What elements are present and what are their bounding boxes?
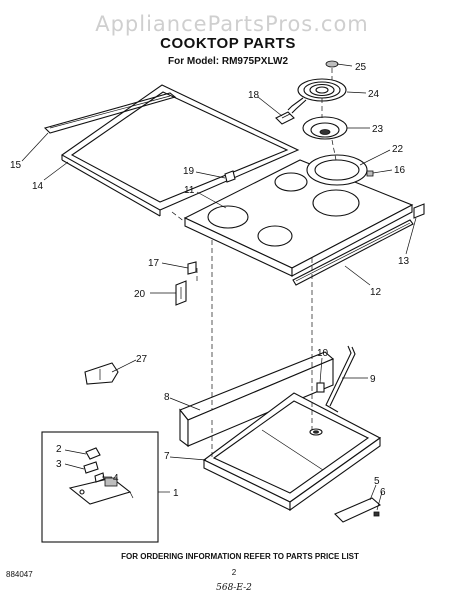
part-27-bracket <box>84 362 119 385</box>
callout-12: 12 <box>370 287 382 298</box>
callout-16: 16 <box>394 165 406 176</box>
handwritten-note: 568-E-2 <box>216 583 252 593</box>
callout-10: 10 <box>317 348 329 359</box>
part-1-switch-assembly <box>41 431 159 543</box>
callout-20: 20 <box>134 289 146 300</box>
callout-22: 22 <box>392 144 404 155</box>
part-2-switch-part <box>85 447 101 460</box>
part-22-trim-ring <box>306 154 368 186</box>
part-18-terminal-block <box>275 111 295 125</box>
callout-2: 2 <box>56 444 62 455</box>
part-7-burner-box <box>202 392 382 512</box>
callout-6: 6 <box>380 487 386 498</box>
part-15-trim-strip <box>43 92 177 134</box>
callout-7: 7 <box>164 451 170 462</box>
part-9-lead-wire <box>325 345 356 413</box>
callout-23: 23 <box>372 124 384 135</box>
callout-15: 15 <box>10 160 22 171</box>
callout-17: 17 <box>148 258 160 269</box>
part-10-connector <box>316 382 325 393</box>
callout-24: 24 <box>368 89 380 100</box>
part-23-drip-bowl <box>302 116 348 140</box>
ordering-note: FOR ORDERING INFORMATION REFER TO PARTS … <box>121 552 359 561</box>
part-13-bracket <box>413 203 425 219</box>
part-16-clip <box>366 170 374 177</box>
callout-numbers: 25 24 18 23 22 16 19 11 15 14 13 17 12 2… <box>10 62 410 499</box>
part-20-bracket <box>175 280 187 306</box>
part-11-cooktop-panel <box>183 159 414 277</box>
callout-27: 27 <box>136 354 148 365</box>
callout-4: 4 <box>113 473 119 484</box>
part-3-switch-part <box>83 461 99 474</box>
part-14-frame <box>60 84 300 217</box>
callout-13: 13 <box>398 256 410 267</box>
callout-9: 9 <box>370 374 376 385</box>
callout-3: 3 <box>56 459 62 470</box>
part-25-cap <box>325 60 339 68</box>
doc-code: 884047 <box>6 570 33 579</box>
part-24-surface-element <box>287 78 347 114</box>
part-6-screw <box>373 511 380 517</box>
page-number: 2 <box>232 568 237 577</box>
callout-1: 1 <box>173 488 179 499</box>
callout-11: 11 <box>184 185 195 196</box>
callout-5: 5 <box>374 476 380 487</box>
callout-18: 18 <box>248 90 260 101</box>
part-8-rear-panel <box>179 351 335 448</box>
leader-lines <box>21 63 417 511</box>
callout-19: 19 <box>183 166 195 177</box>
callout-25: 25 <box>355 62 367 73</box>
assembly-guide-lines <box>171 68 337 460</box>
part-12-trim-strip <box>292 219 414 286</box>
part-17-clip <box>187 261 197 275</box>
watermark: AppliancePartsPros.com <box>95 12 369 36</box>
part-5-bracket <box>334 497 382 523</box>
model-line: For Model: RM975PXLW2 <box>168 56 288 67</box>
callout-8: 8 <box>164 392 170 403</box>
part-4-switch-part <box>94 472 105 483</box>
page-title: COOKTOP PARTS <box>160 35 296 52</box>
callout-14: 14 <box>32 181 44 192</box>
part-19-clip <box>224 170 236 183</box>
